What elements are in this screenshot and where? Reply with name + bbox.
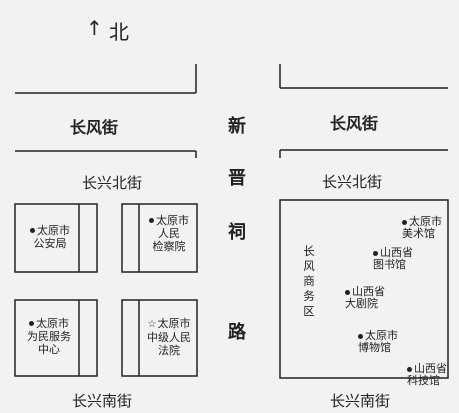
road-xinjinci-char: 晋 <box>228 168 246 189</box>
poi-label: 山西省 大剧院 <box>345 285 385 310</box>
poi-science-museum: 山西省 科技馆 <box>407 351 447 387</box>
street-changfeng-left: 长风街 <box>70 118 119 137</box>
poi-grand-theatre: 山西省 大剧院 <box>345 274 385 310</box>
dot-icon <box>345 289 350 295</box>
poi-label: 太原市 博物馆 <box>358 329 398 354</box>
block-outline <box>14 203 98 273</box>
district-outline <box>279 199 449 379</box>
road-xinjinci-char: 路 <box>228 322 246 343</box>
poi-library: 山西省 图书馆 <box>373 235 413 271</box>
block-outline <box>121 299 198 377</box>
street-changxingnan-left: 长兴南街 <box>72 392 133 410</box>
block-procuratorate: 太原市 人民 检察院 <box>140 214 198 253</box>
block-label: 太原市 中级人民 法院 <box>147 317 191 357</box>
block-label: 太原市 人民 检察院 <box>152 214 190 253</box>
dot-icon <box>358 333 363 339</box>
district-label: 长风商务区 <box>303 244 315 318</box>
block-outline <box>121 203 198 273</box>
poi-art-museum: 太原市 美术馆 <box>402 204 442 240</box>
poi-label: 山西省 科技馆 <box>407 362 447 387</box>
poi-museum: 太原市 博物馆 <box>358 318 398 354</box>
road-xinjinci-char: 祠 <box>228 222 246 243</box>
north-label: 北 <box>109 20 129 44</box>
street-changxingbei-left: 长兴北街 <box>82 174 143 192</box>
dot-icon <box>29 321 34 326</box>
street-changfeng-right: 长风街 <box>330 114 379 133</box>
block-court: ☆太原市 中级人民 法院 <box>139 317 199 357</box>
north-arrow-icon: ↑ <box>86 16 103 40</box>
street-changxingnan-right: 长兴南街 <box>330 392 391 410</box>
block-public-security: 太原市 公安局 <box>22 224 78 250</box>
block-label: 太原市 公安局 <box>33 224 71 250</box>
block-outline <box>14 299 98 377</box>
poi-label: 太原市 美术馆 <box>402 215 442 240</box>
dot-icon <box>407 366 412 372</box>
dot-icon <box>30 228 35 233</box>
street-changxingbei-right: 长兴北街 <box>322 173 383 191</box>
dot-icon <box>373 250 378 256</box>
block-label: 太原市 为民服务 中心 <box>27 317 71 356</box>
dot-icon <box>402 219 407 225</box>
dot-icon <box>149 218 154 223</box>
star-icon: ☆ <box>147 319 157 330</box>
poi-label: 山西省 图书馆 <box>373 246 413 271</box>
block-service-center: 太原市 为民服务 中心 <box>18 317 80 356</box>
road-xinjinci-char: 新 <box>228 116 246 137</box>
